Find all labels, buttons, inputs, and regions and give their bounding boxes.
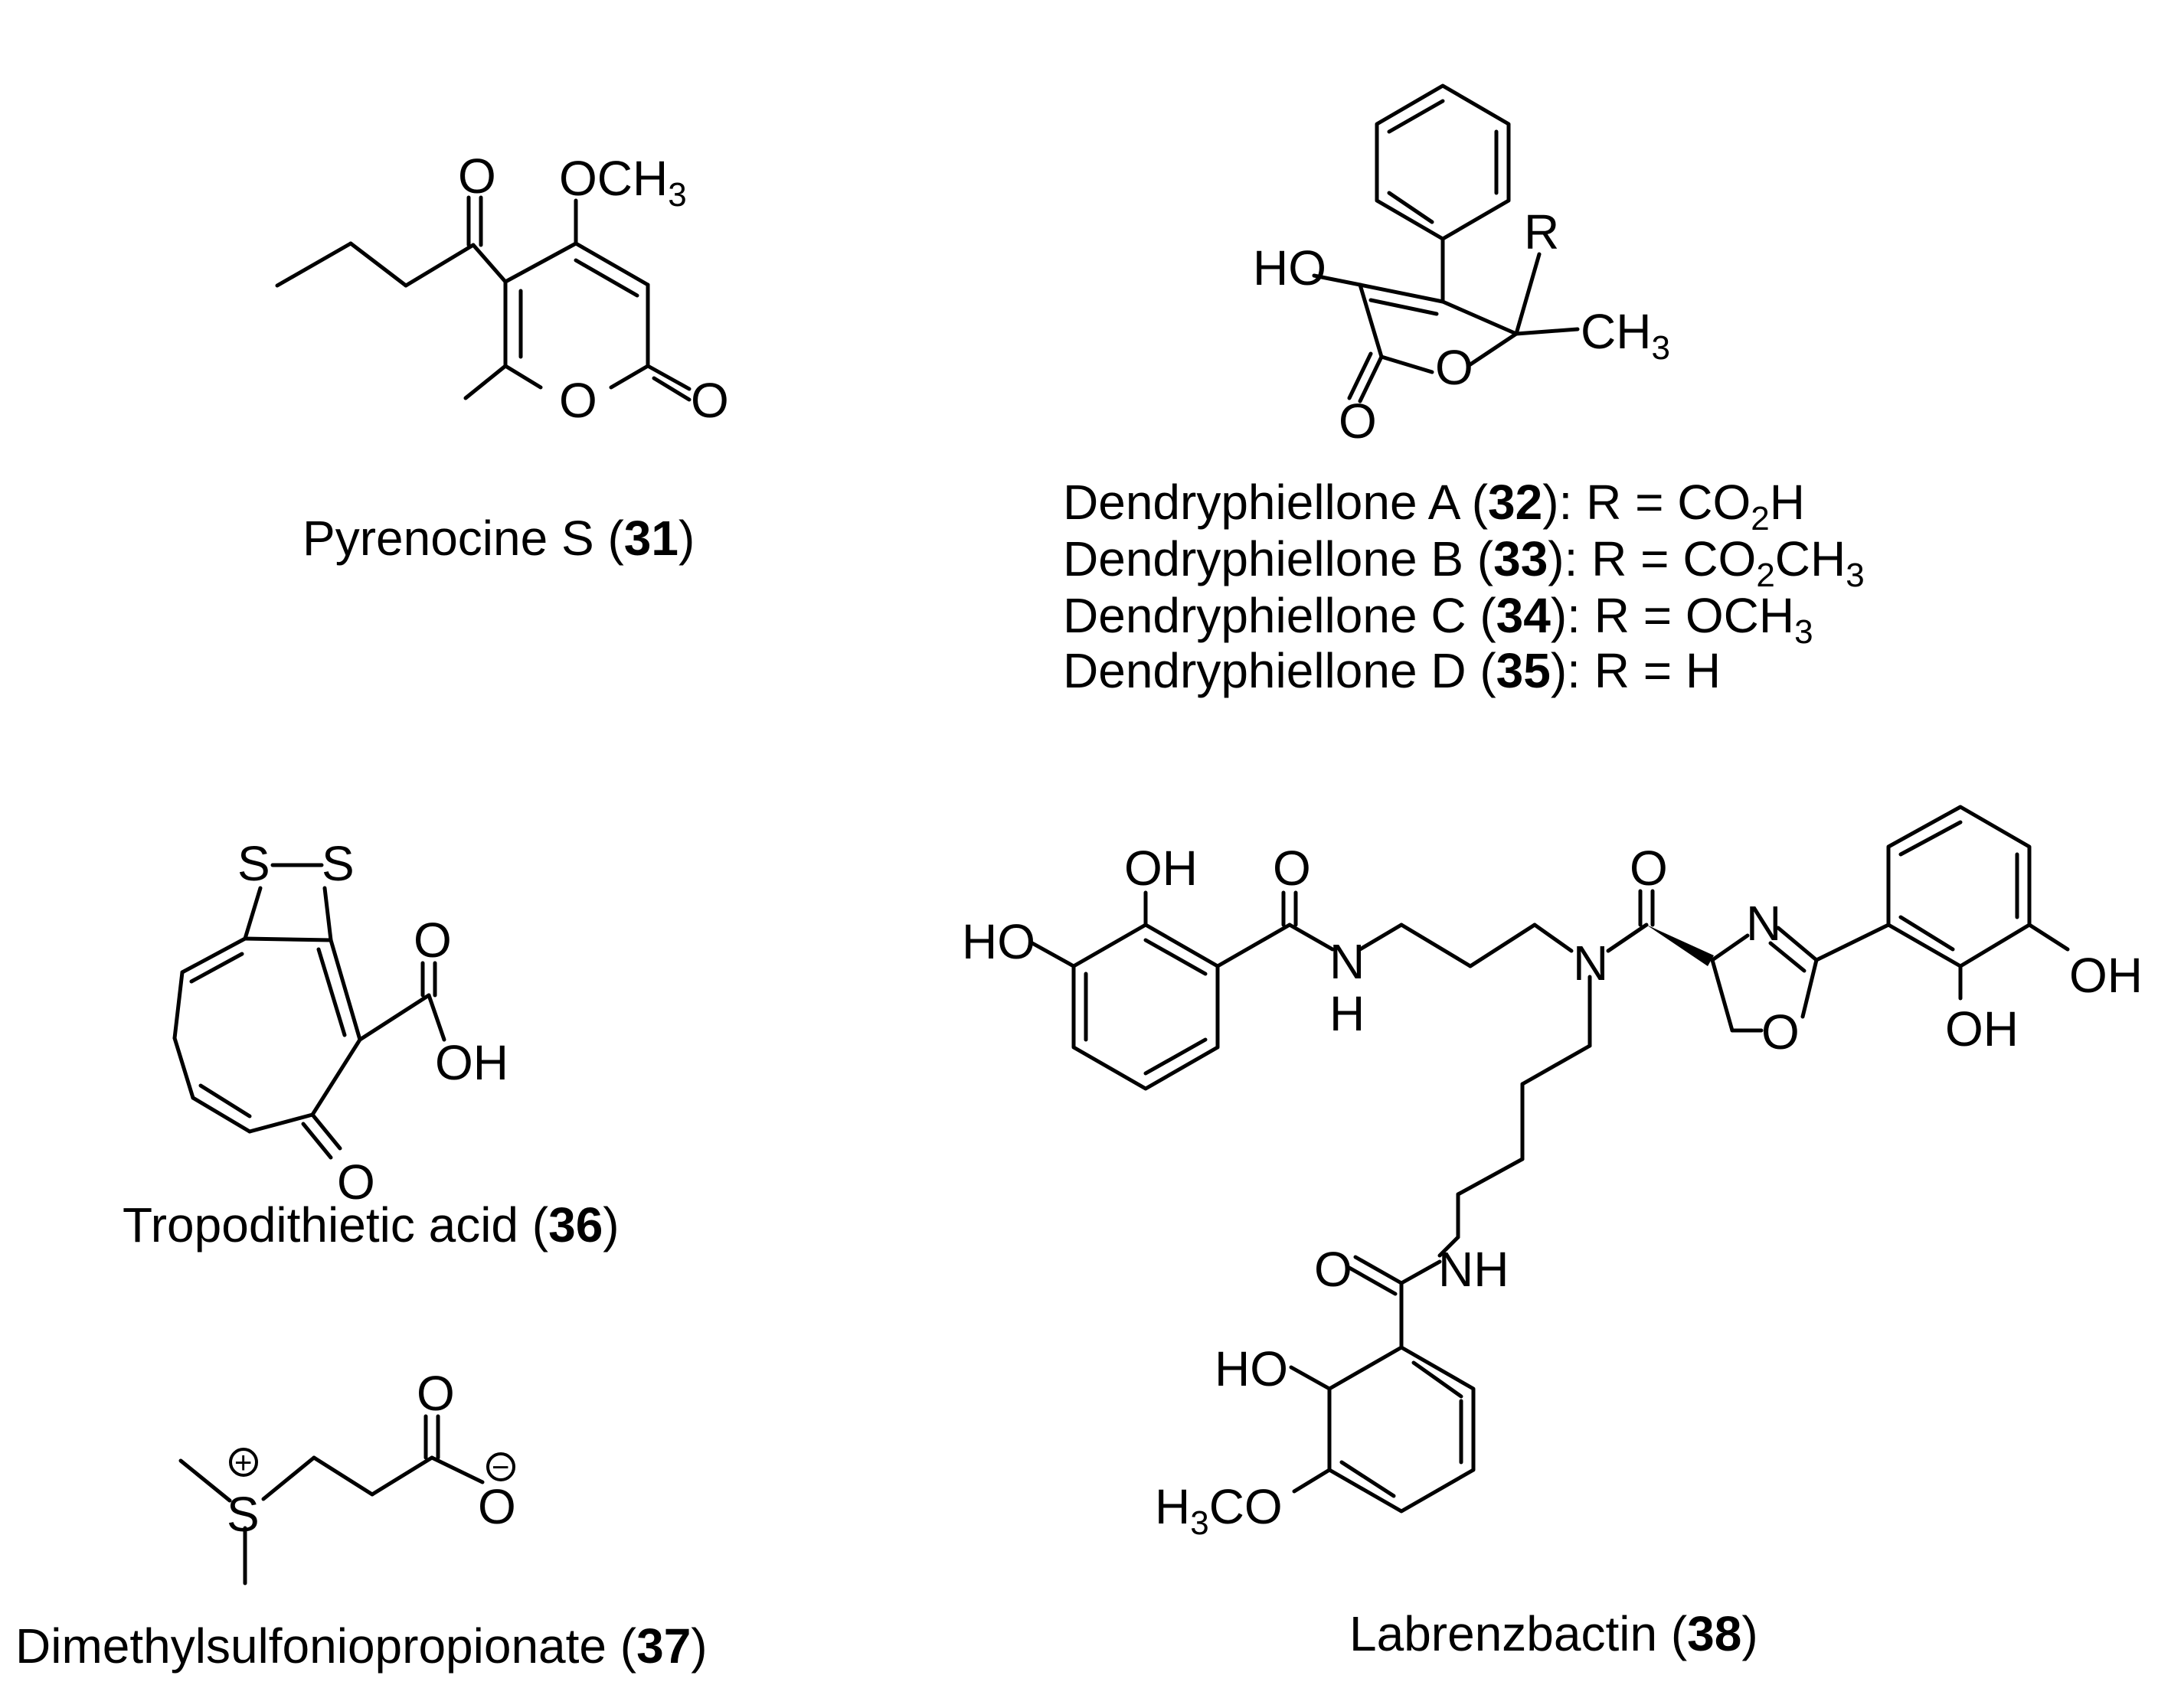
oxazoline-oxygen: O xyxy=(1761,1004,1800,1060)
lactone-oxygen: O xyxy=(691,373,729,428)
amide-1-oxygen: O xyxy=(1273,841,1311,896)
ketone-oxygen: O xyxy=(458,149,496,204)
amide-2-oxygen: O xyxy=(1630,841,1668,896)
labrenzbactin-structure: OH HO O N H N O N O OH OH O NH HO H3CO xyxy=(962,805,2143,1542)
sulfur-2: S xyxy=(322,836,355,891)
hydroxyl-label: HO xyxy=(1253,240,1326,296)
amide-1-hydrogen: H xyxy=(1329,986,1365,1041)
left-hydroxyl-2: OH xyxy=(1124,841,1198,896)
caption-32: Dendryphiellone A (32): R = CO2H xyxy=(1063,475,1805,537)
tertiary-amide-nitrogen: N xyxy=(1573,936,1608,991)
bottom-hydroxyl: HO xyxy=(1215,1341,1288,1396)
methoxy-label: OCH3 xyxy=(559,151,687,214)
caption-37: Dimethylsulfoniopropionate (37) xyxy=(15,1618,708,1674)
caption-33: Dendryphiellone B (33): R = CO2CH3 xyxy=(1063,531,1865,594)
r-group-label: R xyxy=(1524,204,1559,260)
ring-oxygen: O xyxy=(1435,340,1473,395)
sulfur-1: S xyxy=(237,836,270,891)
caption-36: Tropodithietic acid (36) xyxy=(123,1197,620,1252)
right-hydroxyl-2: OH xyxy=(1945,1001,2019,1056)
amide-3-nh: NH xyxy=(1438,1242,1509,1297)
caption-35: Dendryphiellone D (35): R = H xyxy=(1063,643,1721,698)
caption-34: Dendryphiellone C (34): R = OCH3 xyxy=(1063,588,1813,651)
carboxylate-oxygen-2: O xyxy=(478,1479,516,1534)
amide-1-nitrogen: N xyxy=(1329,934,1365,989)
positive-charge: + xyxy=(234,1446,252,1480)
dmsp-structure: S + O O − xyxy=(178,1366,516,1586)
methoxy-group: H3CO xyxy=(1155,1479,1283,1542)
left-hydroxyl-3: HO xyxy=(962,914,1035,969)
negative-charge: − xyxy=(492,1451,509,1484)
ring-oxygen: O xyxy=(559,373,597,428)
pyrenocine-s-structure: O OCH3 O O xyxy=(275,149,729,428)
caption-31: Pyrenocine S (31) xyxy=(302,511,695,566)
carboxylate-oxygen-1: O xyxy=(417,1366,455,1421)
dendryphiellone-structure: HO R CH3 O O xyxy=(1253,83,1670,449)
oxazoline-nitrogen: N xyxy=(1746,896,1781,951)
sulfonium-sulfur: S xyxy=(227,1487,260,1542)
acid-hydroxyl: OH xyxy=(435,1035,508,1090)
right-hydroxyl-3: OH xyxy=(2069,948,2143,1003)
ketone-oxygen: O xyxy=(337,1154,375,1210)
tropodithietic-acid-structure: S S O OH O xyxy=(172,836,508,1210)
acid-carbonyl-oxygen: O xyxy=(414,913,452,968)
methyl-label: CH3 xyxy=(1581,304,1670,367)
carbonyl-oxygen: O xyxy=(1339,394,1377,449)
caption-38: Labrenzbactin (38) xyxy=(1349,1606,1758,1661)
amide-3-oxygen: O xyxy=(1314,1242,1352,1297)
